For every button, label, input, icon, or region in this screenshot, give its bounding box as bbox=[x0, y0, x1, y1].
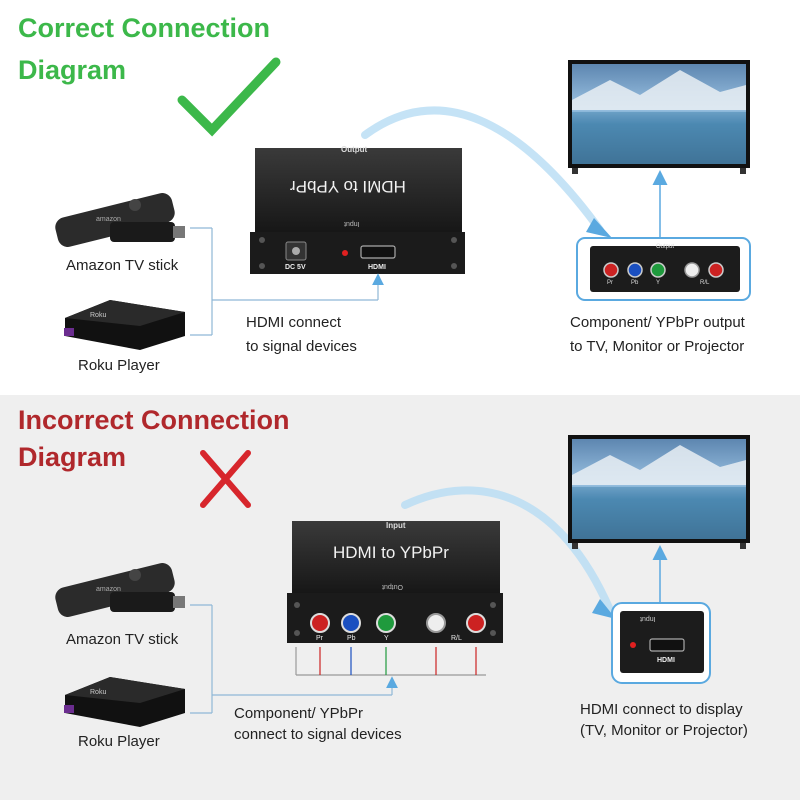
roku-player-image bbox=[64, 300, 185, 350]
output-label-line1: HDMI connect to display bbox=[580, 701, 743, 718]
box-input-label: Input bbox=[344, 220, 360, 227]
connect-label-line2: connect to signal devices bbox=[234, 726, 402, 743]
connect-label-line1: Component/ YPbPr bbox=[234, 705, 363, 722]
incorrect-title-line1: Incorrect Connection bbox=[18, 405, 290, 435]
port-pr-label: Pr bbox=[316, 635, 323, 642]
stick-brand: amazon bbox=[96, 586, 121, 593]
correct-title-line1: Correct Connection bbox=[18, 13, 271, 43]
correct-graphics bbox=[55, 57, 751, 350]
converter-box bbox=[287, 521, 503, 643]
detail-port-pr: Pr bbox=[607, 280, 613, 286]
output-label-line1: Component/ YPbPr output bbox=[570, 314, 745, 331]
source-connector-lines bbox=[190, 604, 398, 714]
stick-brand: amazon bbox=[96, 216, 121, 223]
converter-box bbox=[250, 148, 465, 274]
incorrect-graphics bbox=[55, 435, 750, 727]
box-title: HDMI to YPbPr bbox=[333, 543, 449, 562]
roku-brand: Roku bbox=[90, 689, 107, 696]
source-label-roku: Roku Player bbox=[78, 733, 160, 750]
component-cable-lines bbox=[295, 647, 486, 676]
port-y-label: Y bbox=[384, 635, 389, 642]
component-output-detail bbox=[576, 237, 751, 301]
detail-port-y: Y bbox=[656, 280, 661, 286]
roku-player-image bbox=[64, 677, 185, 727]
detail-port-rl: R/L bbox=[700, 280, 710, 286]
connect-label-line2: to signal devices bbox=[246, 338, 357, 355]
source-connector-lines bbox=[190, 227, 384, 336]
tv-image bbox=[568, 435, 750, 549]
detail-hdmi-label: HDMI bbox=[657, 657, 675, 664]
connect-label-line1: HDMI connect bbox=[246, 314, 342, 331]
port-dc-label: DC 5V bbox=[285, 264, 306, 271]
tv-image bbox=[568, 60, 750, 174]
incorrect-section: Incorrect Connection Diagram amazon Roku… bbox=[0, 395, 800, 800]
source-label-roku: Roku Player bbox=[78, 357, 160, 374]
amazon-tv-stick-image bbox=[55, 563, 185, 617]
box-output-label: Output bbox=[341, 145, 368, 154]
source-label-amazon: Amazon TV stick bbox=[66, 631, 179, 648]
check-icon bbox=[177, 57, 281, 137]
output-arrow bbox=[361, 106, 604, 234]
output-arrow bbox=[401, 486, 614, 614]
port-pb-label: Pb bbox=[347, 635, 356, 642]
box-title: HDMI to YPbPr bbox=[290, 177, 406, 196]
detail-port-pb: Pb bbox=[631, 280, 639, 286]
detail-input-label: Input bbox=[640, 615, 656, 622]
box-output-label: Output bbox=[382, 583, 404, 590]
detail-output-label: Output bbox=[656, 244, 675, 250]
roku-brand: Roku bbox=[90, 312, 107, 319]
incorrect-title-line2: Diagram bbox=[18, 442, 127, 472]
source-label-amazon: Amazon TV stick bbox=[66, 257, 179, 274]
port-rl-label: R/L bbox=[451, 635, 462, 642]
hdmi-display-detail bbox=[611, 602, 711, 684]
output-label-line2: (TV, Monitor or Projector) bbox=[580, 722, 748, 739]
amazon-tv-stick-image bbox=[55, 193, 185, 247]
output-label-line2: to TV, Monitor or Projector bbox=[570, 338, 745, 355]
cross-icon bbox=[200, 450, 251, 508]
port-hdmi-label: HDMI bbox=[368, 264, 386, 271]
correct-title-line2: Diagram bbox=[18, 55, 127, 85]
box-input-label: Input bbox=[386, 521, 406, 530]
correct-section: Correct Connection Diagram amazon Roku O… bbox=[0, 0, 800, 395]
